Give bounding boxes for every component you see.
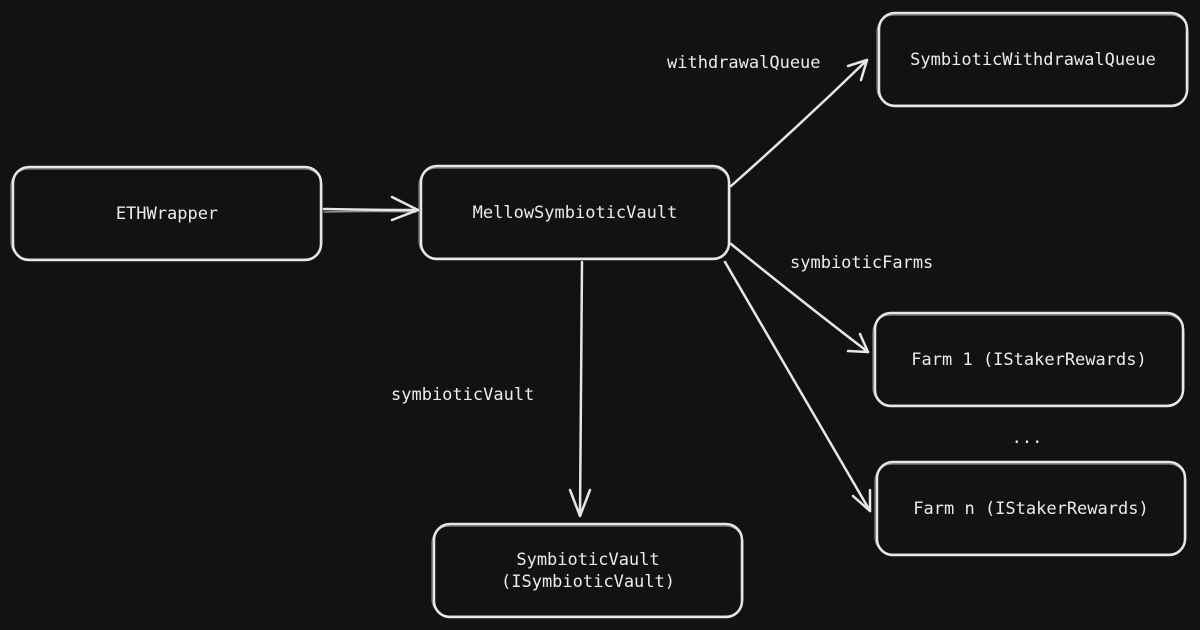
edge-label-withdrawal-queue: withdrawalQueue — [667, 53, 821, 73]
node-symbiotic-vault-line1: SymbioticVault — [516, 550, 659, 570]
node-farm-1-label: Farm 1 (IStakerRewards) — [911, 350, 1146, 370]
edge-mellow-to-symbiotic-vault — [568, 260, 592, 518]
farms-ellipsis: ... — [1012, 428, 1043, 448]
node-ethwrapper-label: ETHWrapper — [116, 204, 218, 224]
edge-ethwrapper-to-mellow — [322, 195, 420, 222]
edge-mellow-to-withdrawal-queue — [729, 58, 869, 188]
node-farm-n: Farm n (IStakerRewards) — [874, 460, 1187, 557]
edge-label-symbiotic-farms: symbioticFarms — [790, 253, 933, 273]
node-symbiotic-vault: SymbioticVault (ISymbioticVault) — [431, 522, 744, 619]
node-farm-1: Farm 1 (IStakerRewards) — [872, 311, 1185, 408]
node-symbiotic-withdrawal-queue: SymbioticWithdrawalQueue — [876, 11, 1189, 108]
edge-mellow-to-farm-1 — [729, 242, 870, 354]
edge-label-symbiotic-vault: symbioticVault — [391, 385, 534, 405]
edge-mellow-to-farm-n — [723, 260, 872, 513]
node-ethwrapper: ETHWrapper — [10, 165, 323, 262]
node-mellow-symbiotic-vault-label: MellowSymbioticVault — [473, 203, 678, 223]
node-farm-n-label: Farm n (IStakerRewards) — [913, 499, 1148, 519]
node-symbiotic-withdrawal-queue-label: SymbioticWithdrawalQueue — [910, 50, 1156, 70]
node-symbiotic-vault-line2: (ISymbioticVault) — [501, 572, 675, 592]
node-mellow-symbiotic-vault: MellowSymbioticVault — [418, 164, 731, 261]
